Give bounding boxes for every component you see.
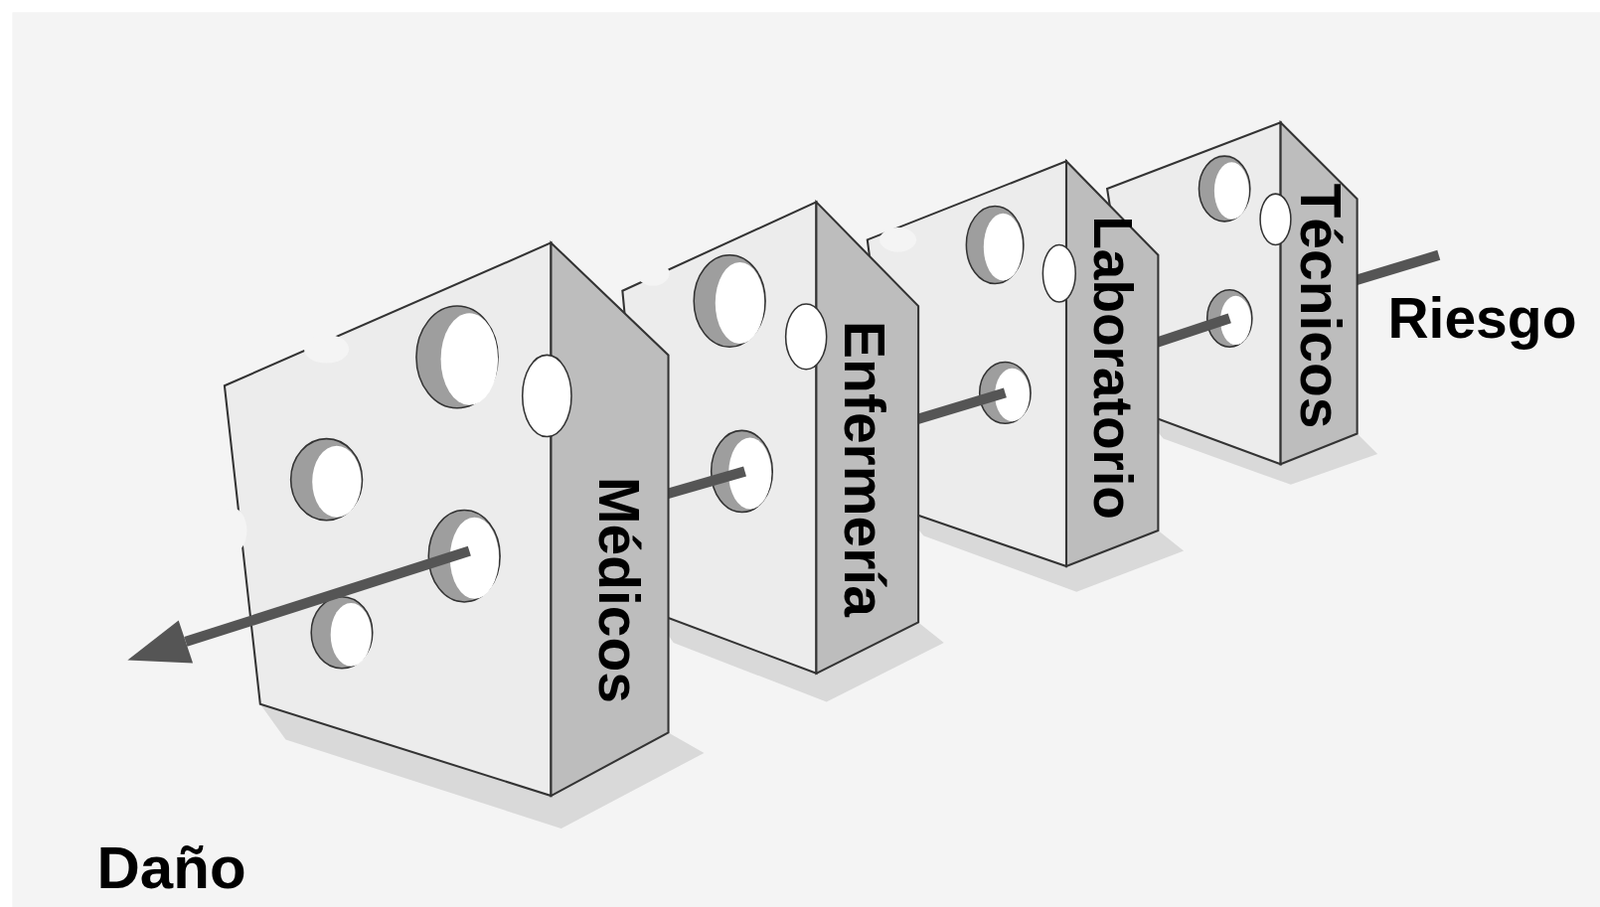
cheese-hole	[312, 446, 361, 518]
barrier-name: Técnicos	[1290, 183, 1348, 430]
slice-side	[815, 201, 919, 673]
slice-side	[1280, 122, 1358, 465]
cheese-notch	[218, 507, 248, 553]
cheese-slice-label-box: Laboratorio	[1067, 173, 1157, 562]
cheese-hole	[330, 603, 372, 667]
cheese-hole	[1198, 156, 1250, 222]
cheese-hole	[786, 304, 827, 370]
slice-front	[224, 242, 552, 797]
cheese-hole	[693, 255, 766, 347]
risk-arrow	[185, 551, 470, 642]
slice-side	[550, 242, 668, 797]
cheese-notch	[304, 334, 349, 364]
cheese-hole	[291, 439, 363, 521]
cheese-hole	[441, 313, 499, 405]
slice-side	[1066, 160, 1158, 567]
arrow-head	[127, 620, 193, 663]
cheese-slice-label-box: Técnicos	[1281, 153, 1358, 460]
panel-ground	[11, 11, 1600, 907]
cheese-hole	[1042, 244, 1076, 303]
cheese-slice	[218, 242, 669, 797]
cheese-hole	[983, 213, 1023, 282]
cheese-hole	[311, 597, 373, 669]
cheese-hole	[522, 354, 572, 437]
cheese-hole	[715, 262, 765, 344]
cheese-hole	[416, 306, 498, 409]
barrier-name: Médicos	[590, 477, 647, 704]
barrier-name: Laboratorio	[1085, 215, 1140, 520]
cheese-slice-label-box: Médicos	[567, 349, 670, 830]
cheese-notch	[637, 261, 670, 287]
diagram-label: Riesgo	[1387, 290, 1577, 347]
cheese-notch	[879, 227, 917, 253]
cheese-hole	[1260, 193, 1291, 245]
cheese-slice-label-box: Enfermería	[814, 265, 913, 674]
diagram-label: Daño	[97, 838, 247, 899]
cheese-hole	[1214, 161, 1250, 220]
cheese-hole	[965, 205, 1024, 284]
barrier-name: Enfermería	[834, 321, 892, 619]
